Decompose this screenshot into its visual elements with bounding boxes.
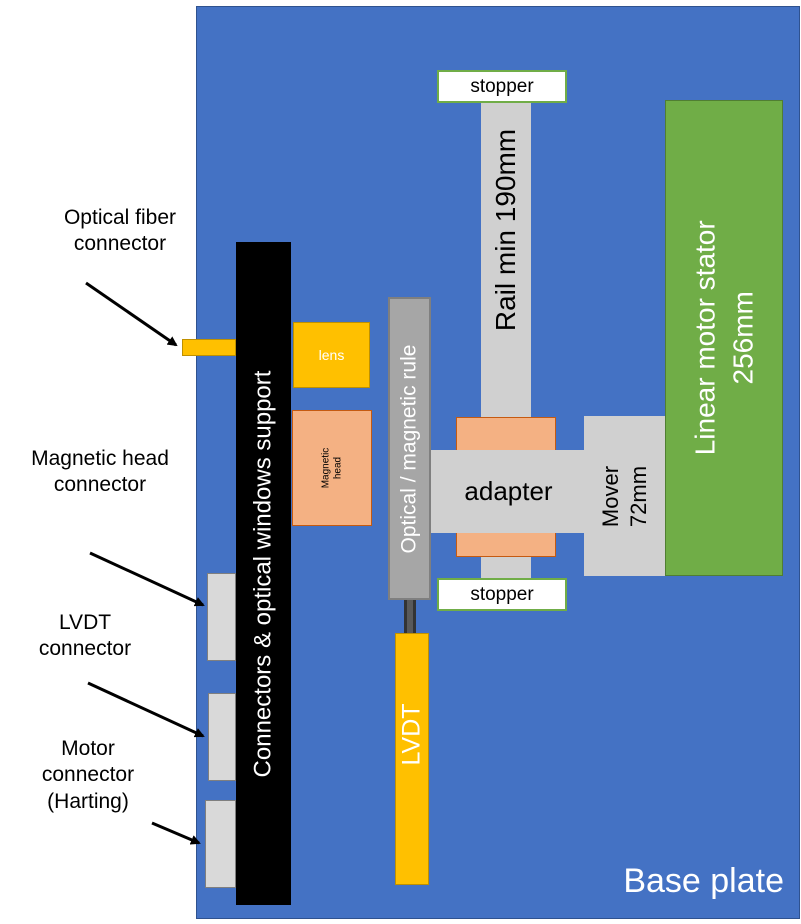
- motor-annotation: Motor connector (Harting): [41, 737, 135, 813]
- lvdt-annotation: LVDT connector: [38, 611, 132, 661]
- stopper-bottom-label: stopper: [470, 583, 534, 605]
- stopper-top: stopper: [437, 70, 567, 103]
- arrow-optical-fiber: [85, 281, 178, 347]
- stopper-bottom: stopper: [437, 578, 567, 611]
- optical-magnetic-rule: Optical / magnetic rule: [388, 297, 431, 600]
- arrow-lvdt: [87, 681, 205, 738]
- base-plate-label: Base plate: [623, 862, 784, 900]
- motor-connector-block-upper: [208, 693, 236, 781]
- lens: lens: [293, 322, 370, 388]
- magnetic-head: Magnetic head: [292, 410, 372, 526]
- lvdt-connector-block: [207, 573, 236, 661]
- optical-fiber-annotation: Optical fiber connector: [63, 206, 177, 256]
- magnetic-head-annotation: Magnetic head connector: [31, 447, 169, 497]
- stopper-top-label: stopper: [470, 75, 534, 97]
- arrow-magnetic-head: [89, 551, 205, 607]
- connectors-support-bar: Connectors & optical windows support: [236, 242, 291, 905]
- lens-label: lens: [318, 347, 345, 363]
- arrow-motor: [151, 821, 201, 845]
- mover: Mover 72mm: [584, 416, 666, 576]
- adapter-label: adapter: [464, 476, 553, 506]
- lvdt: LVDT: [395, 633, 429, 885]
- adapter: adapter: [430, 450, 587, 533]
- linear-motor-stator: Linear motor stator 256mm: [665, 100, 783, 576]
- lvdt-rod: [404, 600, 416, 633]
- motor-connector-block-lower: [205, 800, 236, 888]
- optical-fiber-connector: [182, 339, 236, 356]
